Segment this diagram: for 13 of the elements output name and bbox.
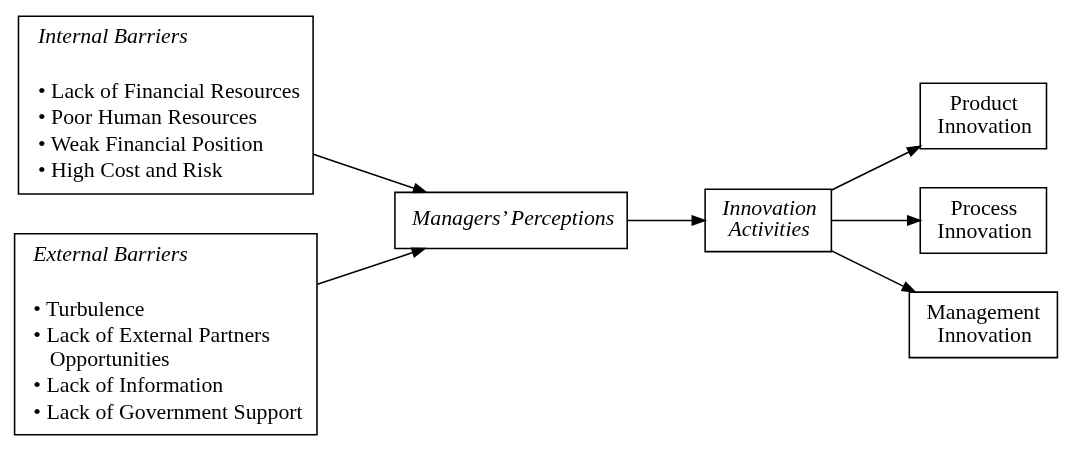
node-box: External Barriers • Turbulence • Lack of External Partners Opportunities • Lack of Information • Lack of Government Support: [13, 232, 318, 436]
arrow: [830, 250, 918, 293]
node-box: Process Innovation: [919, 186, 1048, 254]
node-box: Product Innovation: [919, 82, 1048, 150]
arrow: [830, 145, 923, 191]
node-box: Management Innovation: [908, 291, 1059, 359]
arrow: [830, 214, 923, 226]
node-box: Managers’ Perceptions: [394, 191, 628, 250]
node-box: Innovation Activities: [704, 188, 833, 253]
arrow: [627, 214, 708, 226]
node-box: Internal Barriers • Lack of Financial Resources • Poor Human Resources • Weak Financial Position • High Cost and Risk: [17, 15, 314, 195]
arrow: [316, 247, 428, 286]
arrow: [312, 153, 429, 194]
